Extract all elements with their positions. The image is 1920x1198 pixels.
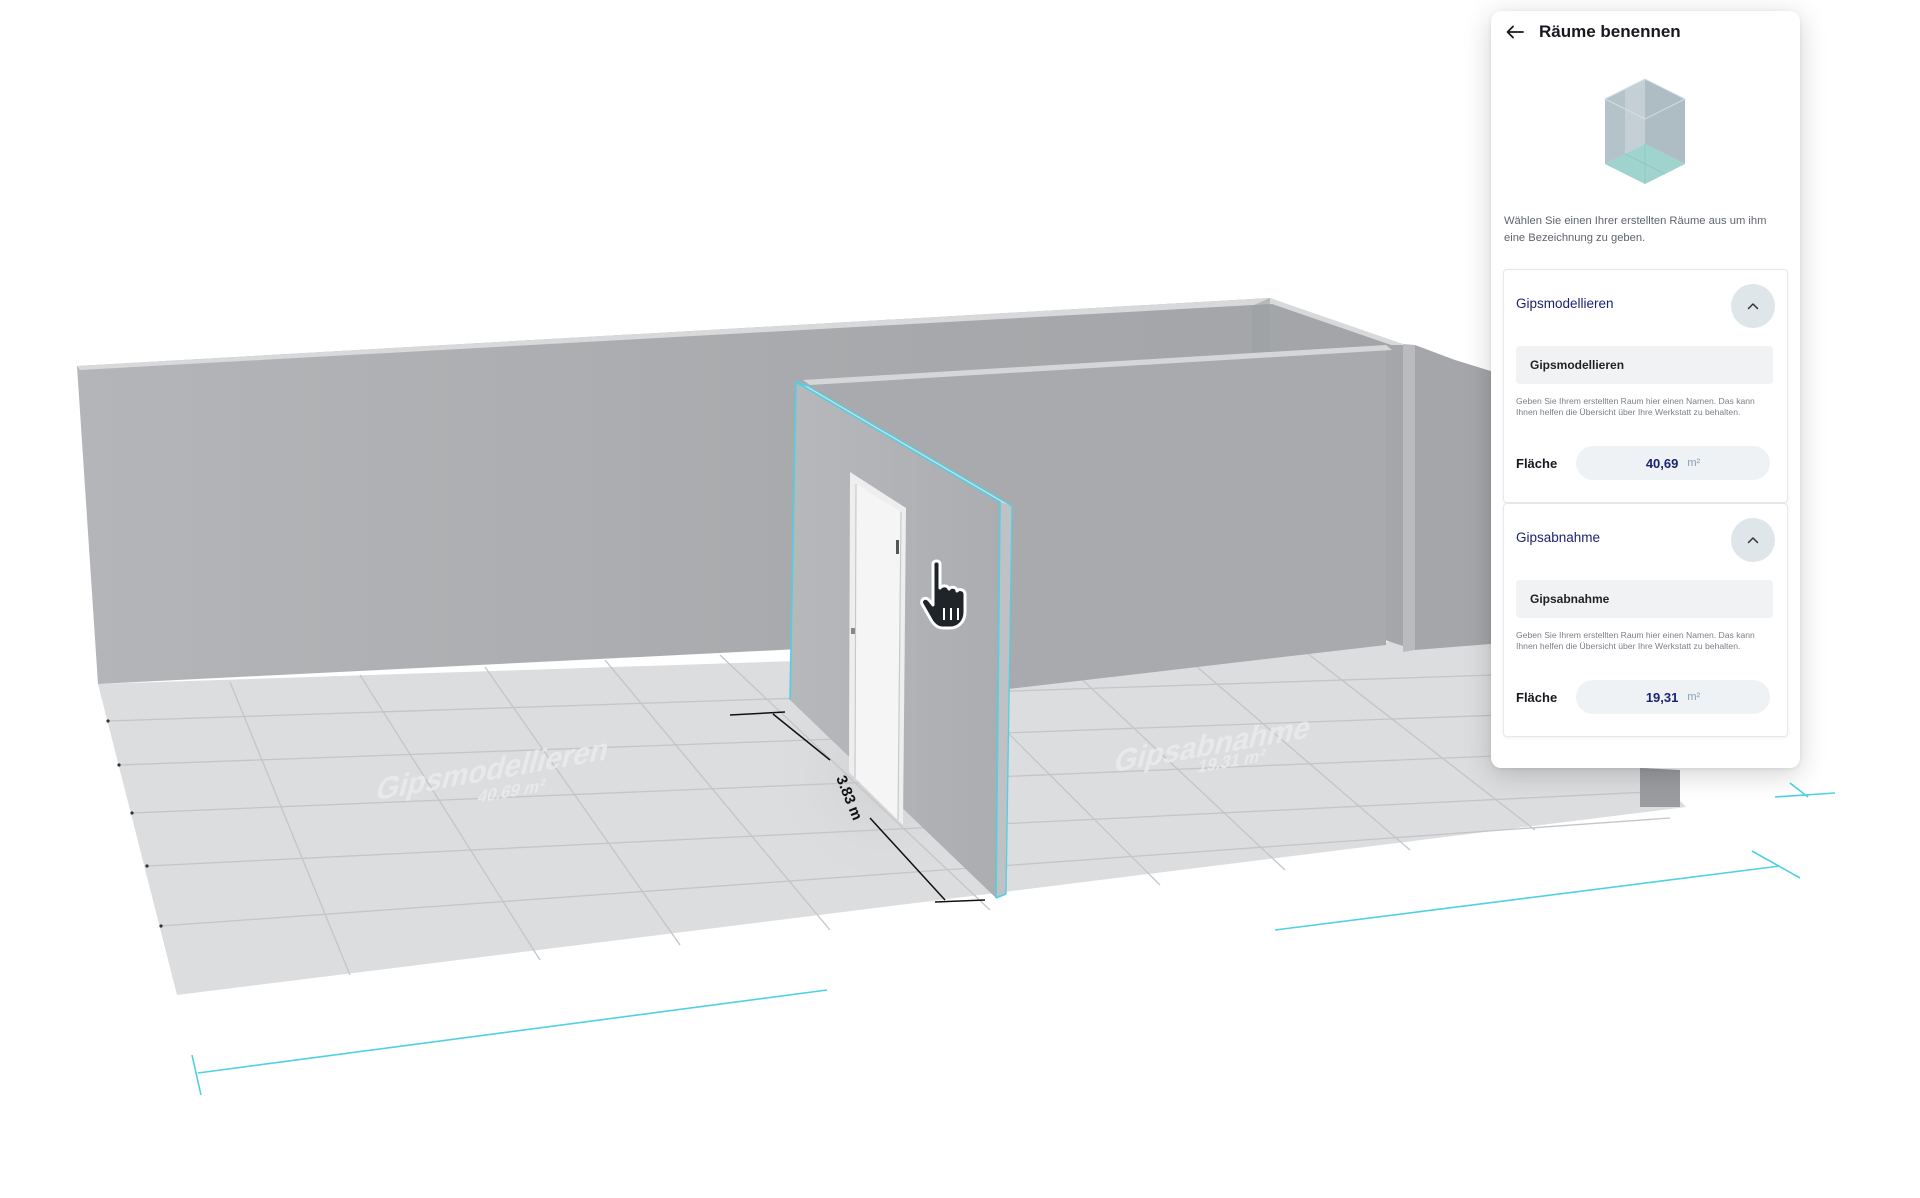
chevron-up-icon bbox=[1747, 303, 1759, 310]
collapse-button[interactable] bbox=[1731, 518, 1775, 562]
area-value: 19,31 bbox=[1645, 689, 1679, 705]
room-name-input[interactable] bbox=[1516, 346, 1773, 384]
arrow-left-icon bbox=[1506, 25, 1524, 39]
room-illustration bbox=[1603, 78, 1687, 184]
room-name-helper: Geben Sie Ihrem erstellten Raum hier ein… bbox=[1516, 396, 1755, 417]
panel-intro: Wählen Sie einen Ihrer erstellten Räume … bbox=[1504, 215, 1767, 244]
door[interactable] bbox=[849, 472, 906, 825]
area-field: 19,31 m² bbox=[1576, 680, 1770, 714]
dimension-lines bbox=[191, 782, 1836, 1096]
chevron-up-icon bbox=[1747, 537, 1759, 544]
room-card-title[interactable]: Gipsabnahme bbox=[1516, 530, 1601, 545]
room-name-helper: Geben Sie Ihrem erstellten Raum hier ein… bbox=[1516, 630, 1755, 651]
rename-rooms-panel: Räume benennen Wählen Sie einen Ihrer er… bbox=[1491, 11, 1800, 768]
inner-wall bbox=[803, 345, 1392, 690]
collapse-button[interactable] bbox=[1731, 284, 1775, 328]
room-card-title[interactable]: Gipsmodellieren bbox=[1516, 296, 1614, 311]
room-card-gipsmodellieren: Gipsmodellieren Geben Sie Ihrem erstellt… bbox=[1503, 269, 1788, 503]
room-card-gipsabnahme: Gipsabnahme Geben Sie Ihrem erstellten R… bbox=[1503, 503, 1788, 737]
area-label: Fläche bbox=[1516, 456, 1558, 471]
area-field: 40,69 m² bbox=[1576, 446, 1770, 480]
room-name-input[interactable] bbox=[1516, 580, 1773, 618]
back-button[interactable] bbox=[1503, 21, 1527, 43]
hand-pointer-icon bbox=[920, 559, 967, 630]
area-value: 40,69 bbox=[1645, 455, 1679, 471]
panel-header: Räume benennen bbox=[1491, 11, 1800, 53]
panel-title: Räume benennen bbox=[1539, 22, 1681, 41]
area-label: Fläche bbox=[1516, 690, 1558, 705]
area-unit: m² bbox=[1687, 691, 1701, 703]
area-unit: m² bbox=[1687, 457, 1701, 469]
